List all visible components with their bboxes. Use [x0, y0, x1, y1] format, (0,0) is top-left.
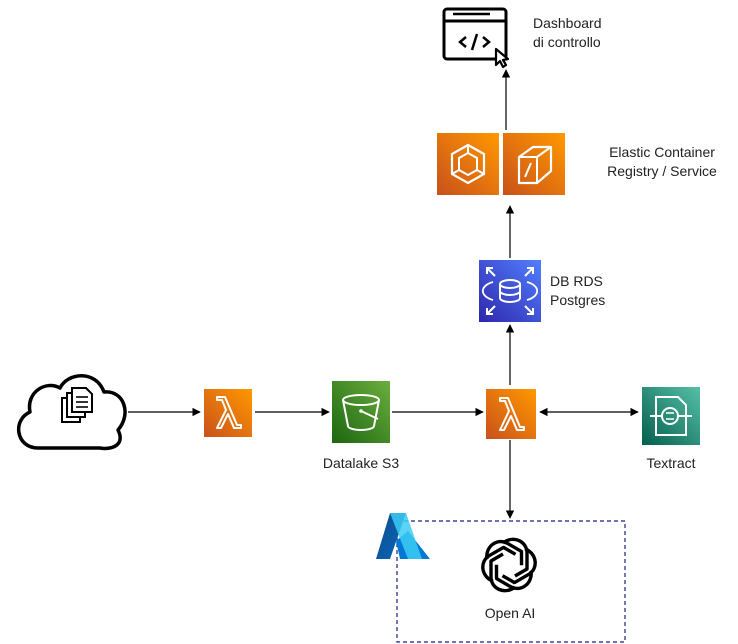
ecr-ecs-label-line1: Elastic Container: [609, 144, 715, 160]
ecr-ecs-label-line2: Registry / Service: [607, 163, 717, 179]
edges: [128, 69, 639, 519]
openai-label: Open AI: [484, 605, 536, 621]
ecs-icon: [503, 133, 565, 195]
ecr-icon: [437, 133, 499, 195]
dashboard-code-icon: [442, 7, 510, 69]
textract-label: Textract: [646, 455, 696, 471]
rds-icon: [479, 260, 541, 322]
azure-icon: [376, 513, 430, 559]
ecr-ecs-label: Elastic Container Registry / Service: [588, 143, 736, 181]
textract-icon: [642, 387, 700, 445]
lambda-ingest-icon: [204, 389, 252, 437]
rds-label-line1: DB RDS: [550, 273, 603, 289]
dashboard-label: Dashboard di controllo: [533, 14, 602, 52]
dashboard-label-line1: Dashboard: [533, 15, 602, 31]
azure-group: [396, 520, 626, 643]
rds-label: DB RDS Postgres: [550, 272, 605, 310]
lambda-process-icon: [486, 389, 536, 439]
openai-icon: [481, 537, 537, 593]
s3-label: Datalake S3: [322, 455, 400, 471]
s3-bucket-icon: [332, 381, 390, 443]
dashboard-label-line2: di controllo: [533, 34, 601, 50]
cloud-documents-icon: [16, 374, 127, 451]
rds-label-line2: Postgres: [550, 292, 606, 308]
